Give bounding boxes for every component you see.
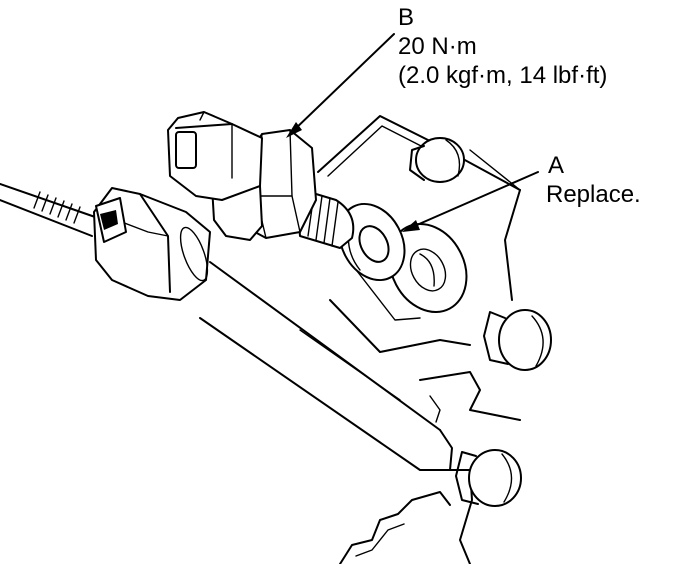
callout-b-torque-alt: (2.0 kgf·m, 14 lbf·ft) xyxy=(398,62,608,89)
harness-connector xyxy=(0,183,211,301)
callout-b-letter: B xyxy=(398,4,415,31)
callout-a-letter: A xyxy=(548,152,565,179)
leader-line-b xyxy=(291,33,395,133)
sensor-b xyxy=(167,111,355,249)
mounting-port xyxy=(388,223,468,313)
leader-line-a xyxy=(409,171,539,229)
leader-arrow-a-icon xyxy=(402,220,420,232)
housing-bolt-upper xyxy=(409,137,465,183)
housing-bolt-lower xyxy=(455,449,522,507)
leader-arrow-b-icon xyxy=(286,122,302,138)
sealing-washer-a xyxy=(338,202,406,282)
callout-b-torque: 20 N·m xyxy=(398,33,477,60)
housing-bolt-right xyxy=(483,309,552,371)
callout-leaders xyxy=(286,33,539,232)
callout-a-note: Replace. xyxy=(546,181,641,208)
